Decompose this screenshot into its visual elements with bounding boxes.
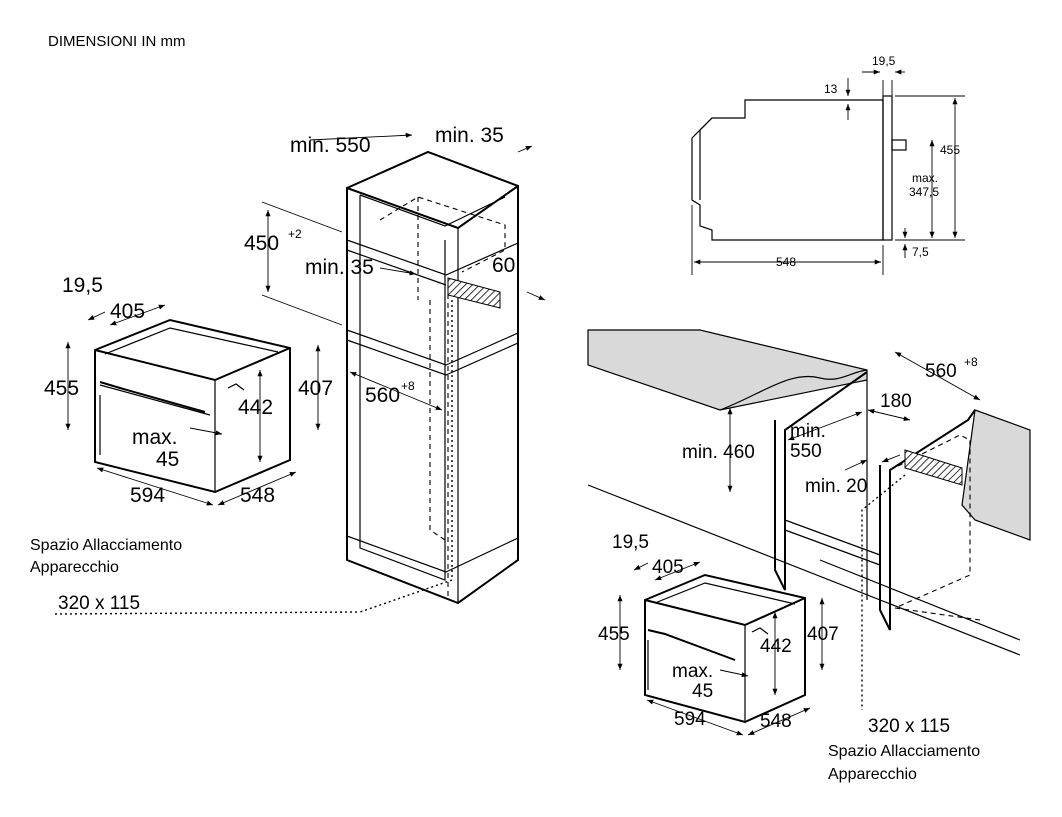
dim-min-550: min. 550	[290, 134, 371, 157]
oven-right-dim-594: 594	[674, 709, 706, 730]
oven-side-view-drawing: 19,5 13 455 max. 347,5 548 7,5	[691, 54, 965, 275]
oven-left-dim-405: 405	[110, 300, 145, 323]
dim-560-tolerance: +8	[401, 379, 415, 393]
under-dim-560: 560	[925, 361, 957, 382]
dim-min-35-inner: min. 35	[305, 256, 374, 279]
oven-right-dim-19-5: 19,5	[612, 532, 649, 553]
dim-560: 560	[365, 384, 400, 407]
under-connection-label-line1: Spazio Allacciamento	[828, 743, 980, 760]
oven-left-dim-594: 594	[130, 484, 165, 507]
connection-label-line2: Apparecchio	[30, 559, 119, 576]
oven-right-dim-407: 407	[807, 624, 839, 645]
under-dim-min-460: min. 460	[682, 442, 755, 463]
oven-left-drawing: 19,5 405 455 442 407 max. 45 594 548	[44, 274, 333, 507]
oven-left-dim-407: 407	[298, 377, 333, 400]
connection-size: 320 x 115	[58, 593, 140, 614]
undercounter-drawing: 560 +8 180 min. 460 min. 550 min. 20 320…	[587, 329, 1031, 783]
oven-left-dim-455: 455	[44, 377, 79, 400]
tall-cabinet-drawing: min. 550 min. 35 450 +2 min. 35 60 560 +…	[30, 124, 546, 615]
page-title: DIMENSIONI IN mm	[48, 33, 186, 50]
oven-right-max-label: max.	[672, 661, 713, 682]
oven-left-dim-548: 548	[240, 484, 275, 507]
oven-left-dim-442: 442	[238, 396, 273, 419]
oven-left-max-value: 45	[156, 448, 179, 471]
oven-right-dim-442: 442	[760, 636, 792, 657]
under-dim-min-550-line2: 550	[790, 441, 822, 462]
under-dim-min-20: min. 20	[805, 476, 867, 497]
under-dim-560-tolerance: +8	[964, 355, 978, 369]
under-connection-label-line2: Apparecchio	[828, 766, 917, 783]
under-connection-size: 320 x 115	[868, 716, 950, 737]
oven-right-dim-548: 548	[760, 711, 792, 732]
dim-450: 450	[244, 232, 279, 255]
side-max-label: max.	[912, 171, 938, 185]
side-max-value: 347,5	[909, 185, 939, 199]
side-dim-19-5: 19,5	[872, 54, 896, 68]
oven-right-max-value: 45	[692, 681, 713, 702]
side-dim-7-5: 7,5	[912, 245, 929, 259]
dim-450-tolerance: +2	[288, 227, 302, 241]
oven-left-dim-19-5: 19,5	[62, 274, 103, 297]
oven-left-max-label: max.	[132, 426, 178, 449]
dim-60: 60	[492, 254, 515, 277]
side-dim-455: 455	[940, 143, 960, 157]
oven-right-dim-455: 455	[598, 624, 630, 645]
oven-right-dim-405: 405	[652, 557, 684, 578]
under-dim-min-550-line1: min.	[790, 421, 826, 442]
side-dim-13: 13	[824, 82, 838, 96]
side-dim-548: 548	[776, 255, 796, 269]
under-dim-180: 180	[880, 391, 912, 412]
oven-right-drawing: 19,5 405 455 442 407 max. 45 594 548	[598, 532, 839, 736]
connection-label-line1: Spazio Allacciamento	[30, 537, 182, 554]
dim-min-35-top: min. 35	[435, 124, 504, 147]
